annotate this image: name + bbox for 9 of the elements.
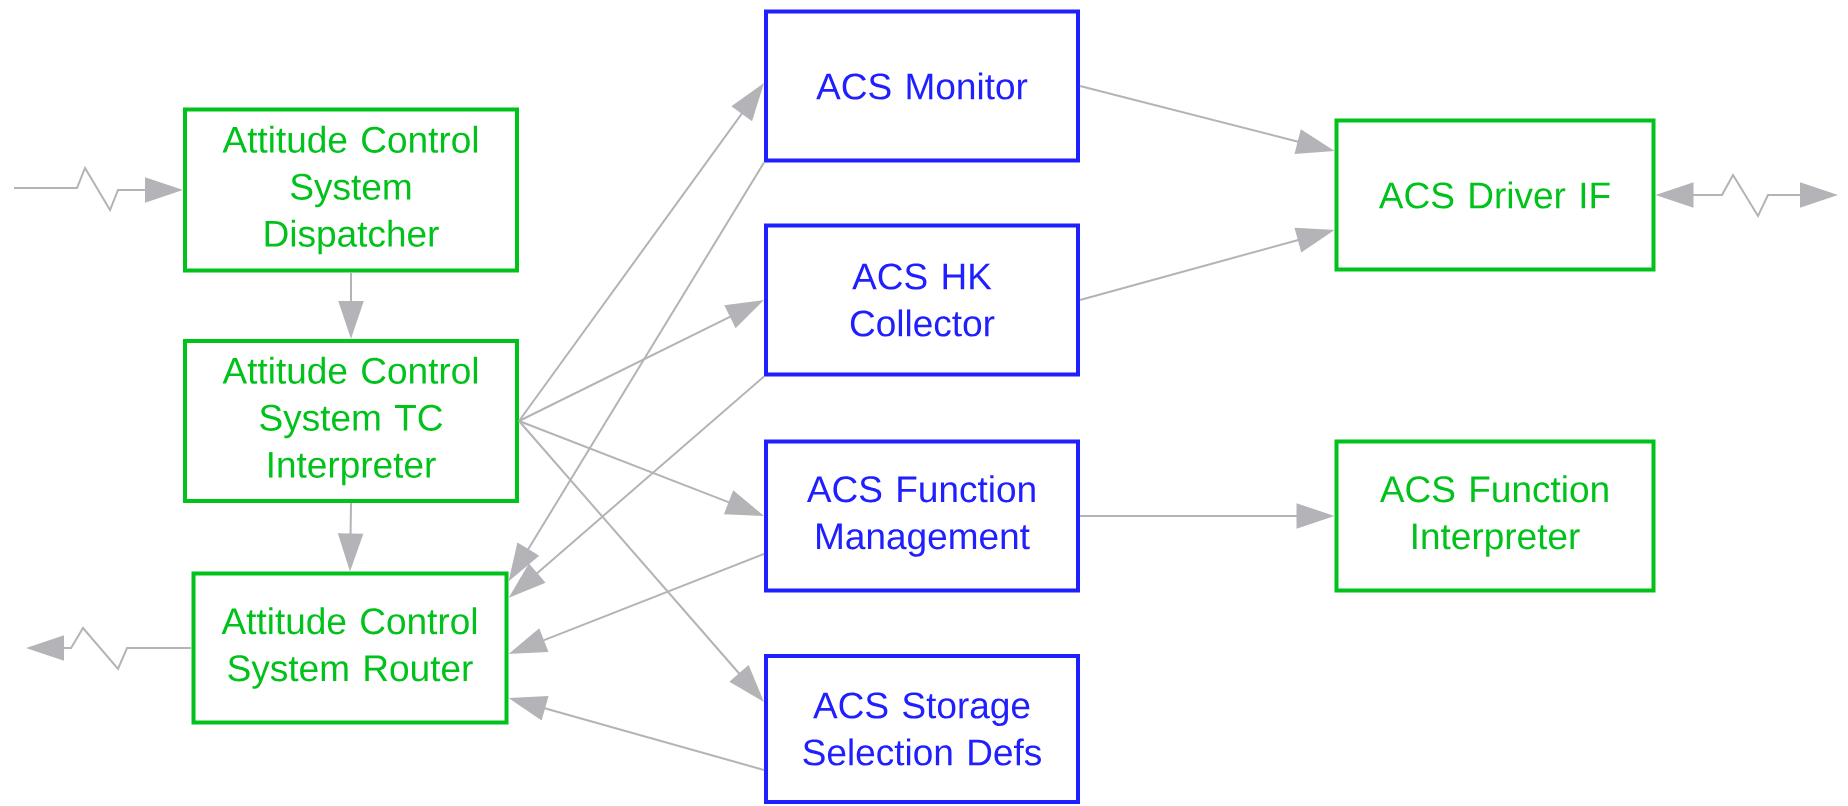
process-box: ACS Function Interpreter <box>1334 439 1656 593</box>
process-box: ACS Monitor <box>764 9 1080 163</box>
process-box: ACS Function Management <box>764 439 1080 593</box>
process-box: ACS Storage Selection Defs <box>764 654 1080 804</box>
process-box: ACS HK Collector <box>764 223 1080 377</box>
process-box: Attitude Control System TC Interpreter <box>183 339 519 503</box>
process-box: Attitude Control System Dispatcher <box>183 107 519 273</box>
process-box: ACS Driver IF <box>1334 118 1656 272</box>
process-box: Attitude Control System Router <box>191 571 509 725</box>
